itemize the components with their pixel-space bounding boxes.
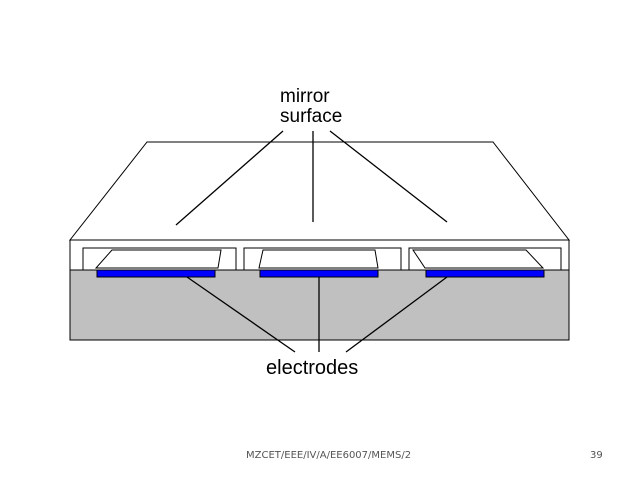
mirror-surface-label: mirror surface: [280, 87, 342, 127]
mirror-leader-left: [175, 130, 284, 226]
electrode-3: [425, 269, 545, 278]
electrode-leader-left: [186, 276, 296, 353]
mirror-label-line1: mirror: [280, 86, 330, 107]
mirror-segment-2: [258, 249, 379, 269]
electrode-2: [259, 269, 379, 278]
mirror-plate-edge: [69, 239, 570, 271]
mirror-segment-3: [412, 249, 545, 269]
electrodes-label: electrodes: [266, 357, 359, 379]
mirror-surface: [68, 141, 571, 241]
page-number: 39: [590, 450, 603, 461]
mirror-leader-right: [329, 130, 448, 223]
mirror-segment-1: [94, 249, 222, 269]
mirror-label-line2: surface: [280, 106, 343, 127]
footer-text: MZCET/EEE/IV/A/EE6007/MEMS/2: [246, 450, 412, 461]
electrode-1: [96, 269, 216, 278]
electrode-leader-right: [345, 276, 448, 353]
